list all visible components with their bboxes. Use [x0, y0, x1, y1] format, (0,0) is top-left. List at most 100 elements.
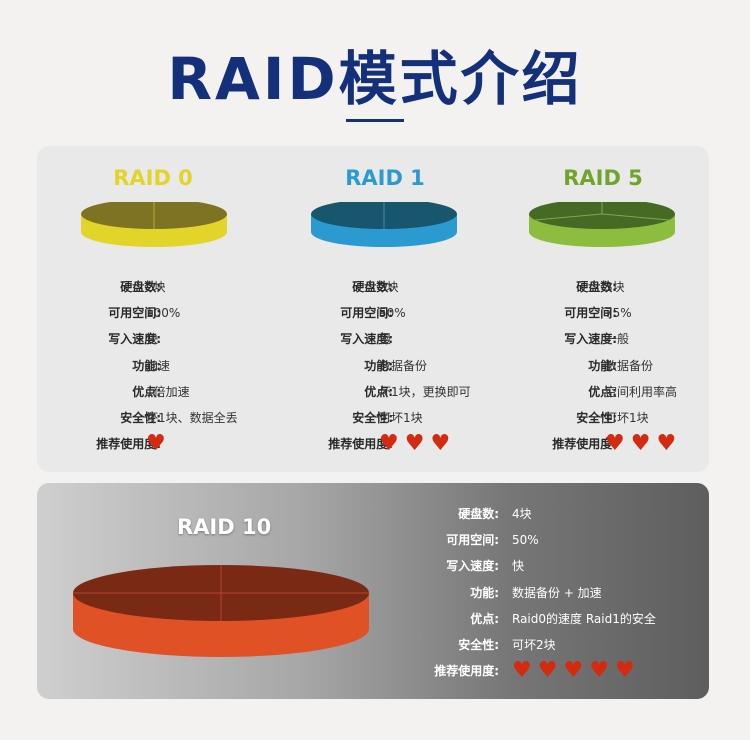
raid1-recommend-row: 推荐使用度: ♥♥♥ [261, 431, 485, 456]
raid5-safety-row: 安全性: 可坏1块 [485, 409, 709, 427]
heart-icon: ♥ [379, 431, 399, 456]
raid5-disk-top [529, 202, 675, 229]
raid10-advantage-row: 优点: Raid0的速度 Raid1的安全 [37, 610, 709, 628]
raid5-write-label: 写入速度: [564, 332, 617, 346]
raid0-write-value: 快 [146, 332, 159, 346]
raid0-write-label: 写入速度: [108, 332, 161, 346]
raid1-advantage-value: 坏1块，更换即可 [379, 385, 471, 399]
heart-icon: ♥ [512, 658, 532, 683]
raid0-recommend-hearts: ♥ [146, 431, 172, 456]
raid5-safety-label: 安全性: [576, 411, 617, 425]
raid5-advantage-row: 优点: 空间利用率高 [485, 383, 709, 401]
raid10-recommend-hearts: ♥♥♥♥♥ [512, 658, 641, 683]
raid10-safety-row: 安全性: 可坏2块 [37, 636, 709, 654]
raid1-card: RAID 1 硬盘数: 2块 可用空间: 50% 写入速度: 慢 功能: 数据备… [261, 146, 485, 472]
top-panel: RAID 0 硬盘数: 2块 可用空间: 100% 写入速度: 快 功能: 加速… [37, 146, 709, 472]
raid10-space-value: 50% [512, 533, 539, 547]
raid5-recommend-label: 推荐使用度: [552, 437, 617, 451]
title-underline [346, 119, 404, 122]
heart-icon: ♥ [563, 658, 584, 683]
raid10-safety-label: 安全性: [458, 638, 499, 652]
raid10-recommend-label: 推荐使用度: [434, 664, 499, 678]
raid5-write-value: 一般 [605, 332, 630, 346]
raid10-disk-icon [73, 565, 369, 657]
raid1-space-label: 可用空间: [340, 306, 393, 320]
raid0-function-label: 功能: [132, 359, 161, 373]
raid5-advantage-value: 空间利用率高 [605, 385, 678, 399]
raid0-disks-label: 硬盘数: [120, 280, 161, 294]
heart-icon: ♥ [146, 431, 166, 456]
raid1-write-row: 写入速度: 慢 [261, 330, 485, 348]
raid1-disks-label: 硬盘数: [352, 280, 393, 294]
raid5-disks-row: 硬盘数: 3块 [485, 278, 709, 296]
raid5-disks-value: 3块 [605, 280, 625, 294]
raid5-function-label: 功能: [588, 359, 617, 373]
raid1-disks-value: 2块 [379, 280, 399, 294]
heart-icon: ♥ [630, 431, 651, 456]
raid1-advantage-row: 优点: 坏1块，更换即可 [261, 383, 485, 401]
raid5-disk-divider-c [601, 213, 670, 221]
heart-icon: ♥ [589, 658, 609, 683]
raid10-space-row: 可用空间: 50% [37, 531, 709, 549]
raid0-advantage-label: 优点: [132, 385, 161, 399]
raid5-function-value: 数据备份 [605, 359, 654, 373]
raid5-space-value: 75% [605, 306, 632, 320]
raid0-recommend-label: 推荐使用度: [96, 437, 161, 451]
raid5-recommend-hearts: ♥♥♥ [605, 431, 682, 456]
raid10-function-row: 功能: 数据备份 + 加速 [37, 584, 709, 602]
heart-icon: ♥ [537, 658, 558, 683]
raid1-advantage-label: 优点: [364, 385, 393, 399]
raid10-safety-value: 可坏2块 [512, 638, 556, 652]
raid10-recommend-row: 推荐使用度: ♥♥♥♥♥ [37, 658, 709, 683]
raid10-disks-label: 硬盘数: [458, 507, 499, 521]
page-title: RAID模式介绍 [167, 45, 583, 113]
raid10-advantage-value: Raid0的速度 Raid1的安全 [512, 612, 656, 626]
raid1-disks-row: 硬盘数: 2块 [261, 278, 485, 296]
raid5-disk-divider-b [534, 213, 603, 221]
raid1-safety-value: 可坏1块 [379, 411, 423, 425]
raid10-function-value: 数据备份 + 加速 [512, 586, 602, 600]
raid0-write-row: 写入速度: 快 [37, 330, 261, 348]
raid1-recommend-label: 推荐使用度: [328, 437, 393, 451]
raid5-space-label: 可用空间: [564, 306, 617, 320]
raid5-title: RAID 5 [563, 166, 643, 190]
raid5-write-row: 写入速度: 一般 [485, 330, 709, 348]
raid0-space-value: 100% [146, 306, 181, 320]
raid0-function-row: 功能: 加速 [37, 357, 261, 375]
heart-icon: ♥ [614, 658, 635, 683]
raid1-function-value: 数据备份 [379, 359, 428, 373]
raid10-space-label: 可用空间: [446, 533, 499, 547]
raid5-card: RAID 5 硬盘数: 3块 可用空间: 75% 写入速度: 一般 功能: 数据… [485, 146, 709, 472]
raid1-space-row: 可用空间: 50% [261, 304, 485, 322]
raid0-safety-value: 坏1块、数据全丢 [146, 411, 238, 425]
raid0-space-label: 可用空间: [108, 306, 161, 320]
raid10-advantage-label: 优点: [470, 612, 499, 626]
raid1-disk-icon [311, 202, 457, 247]
raid10-disks-row: 硬盘数: 4块 [37, 505, 709, 523]
raid5-space-row: 可用空间: 75% [485, 304, 709, 322]
raid10-write-label: 写入速度: [446, 559, 499, 573]
raid5-advantage-label: 优点: [588, 385, 617, 399]
raid1-recommend-hearts: ♥♥♥ [379, 431, 456, 456]
raid0-advantage-row: 优点: 1倍加速 [37, 383, 261, 401]
raid1-space-value: 50% [379, 306, 406, 320]
raid10-function-label: 功能: [470, 586, 499, 600]
heart-icon: ♥ [404, 431, 425, 456]
raid10-write-value: 快 [512, 559, 525, 573]
raid5-disks-label: 硬盘数: [576, 280, 617, 294]
raid1-safety-row: 安全性: 可坏1块 [261, 409, 485, 427]
raid0-recommend-row: 推荐使用度: ♥ [37, 431, 261, 456]
raid0-disk-icon [81, 202, 227, 247]
raid0-card: RAID 0 硬盘数: 2块 可用空间: 100% 写入速度: 快 功能: 加速… [37, 146, 261, 472]
raid10-title: RAID 10 [177, 515, 272, 539]
raid0-function-value: 加速 [146, 359, 171, 373]
heart-icon: ♥ [656, 431, 677, 456]
raid1-safety-label: 安全性: [352, 411, 393, 425]
raid0-space-row: 可用空间: 100% [37, 304, 261, 322]
heart-icon: ♥ [430, 431, 451, 456]
raid0-disks-row: 硬盘数: 2块 [37, 278, 261, 296]
raid10-disks-value: 4块 [512, 507, 532, 521]
raid1-write-label: 写入速度: [340, 332, 393, 346]
raid0-disks-value: 2块 [146, 280, 166, 294]
heart-icon: ♥ [605, 431, 625, 456]
